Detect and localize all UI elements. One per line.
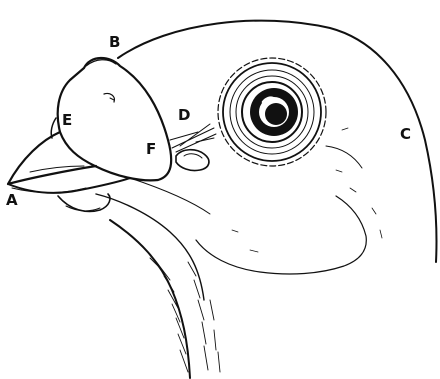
label-a: A [6,193,18,208]
throat-outline [110,220,190,378]
label-b: B [109,35,120,50]
ear-tuft [176,150,209,171]
label-f: F [146,142,156,157]
label-c: C [400,127,411,142]
label-d: D [178,108,190,123]
cheek-line [96,194,204,300]
cere [58,58,172,180]
label-e: E [62,113,72,128]
